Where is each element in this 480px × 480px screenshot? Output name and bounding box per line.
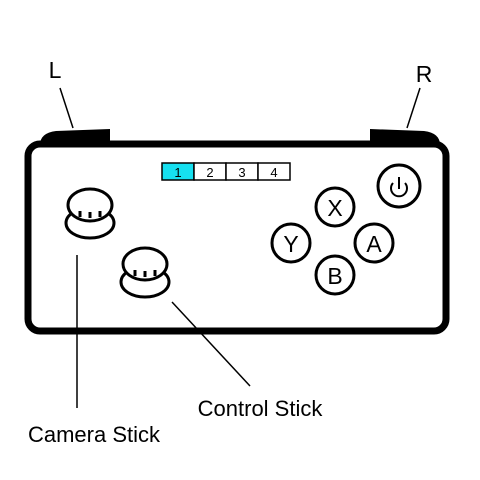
player-indicator: 1 2 3 4	[161, 162, 291, 181]
r-leader-line	[406, 87, 421, 129]
x-button[interactable]: X	[314, 186, 356, 228]
player-led-label-3: 3	[238, 165, 245, 180]
player-led-label-1: 1	[174, 165, 181, 180]
control-stick-label: Control Stick	[198, 396, 324, 421]
a-button-label: A	[366, 231, 382, 257]
control-stick[interactable]	[119, 246, 171, 299]
player-led-label-2: 2	[206, 165, 213, 180]
left-shoulder-label: L	[49, 57, 62, 83]
right-shoulder-label: R	[416, 61, 433, 87]
camera-stick-label: Camera Stick	[28, 422, 161, 447]
player-led-4	[257, 162, 291, 181]
y-button-label: Y	[283, 231, 298, 257]
l-leader-line	[59, 87, 74, 129]
b-button-label: B	[327, 263, 342, 289]
player-led-label-4: 4	[270, 165, 277, 180]
power-icon	[390, 177, 408, 198]
x-button-label: X	[327, 195, 342, 221]
a-button[interactable]: A	[353, 222, 395, 264]
camera-stick[interactable]	[64, 187, 116, 240]
control-stick-leader-line	[171, 301, 251, 387]
y-button[interactable]: Y	[270, 222, 312, 264]
power-button[interactable]	[376, 163, 422, 209]
b-button[interactable]: B	[314, 254, 356, 296]
